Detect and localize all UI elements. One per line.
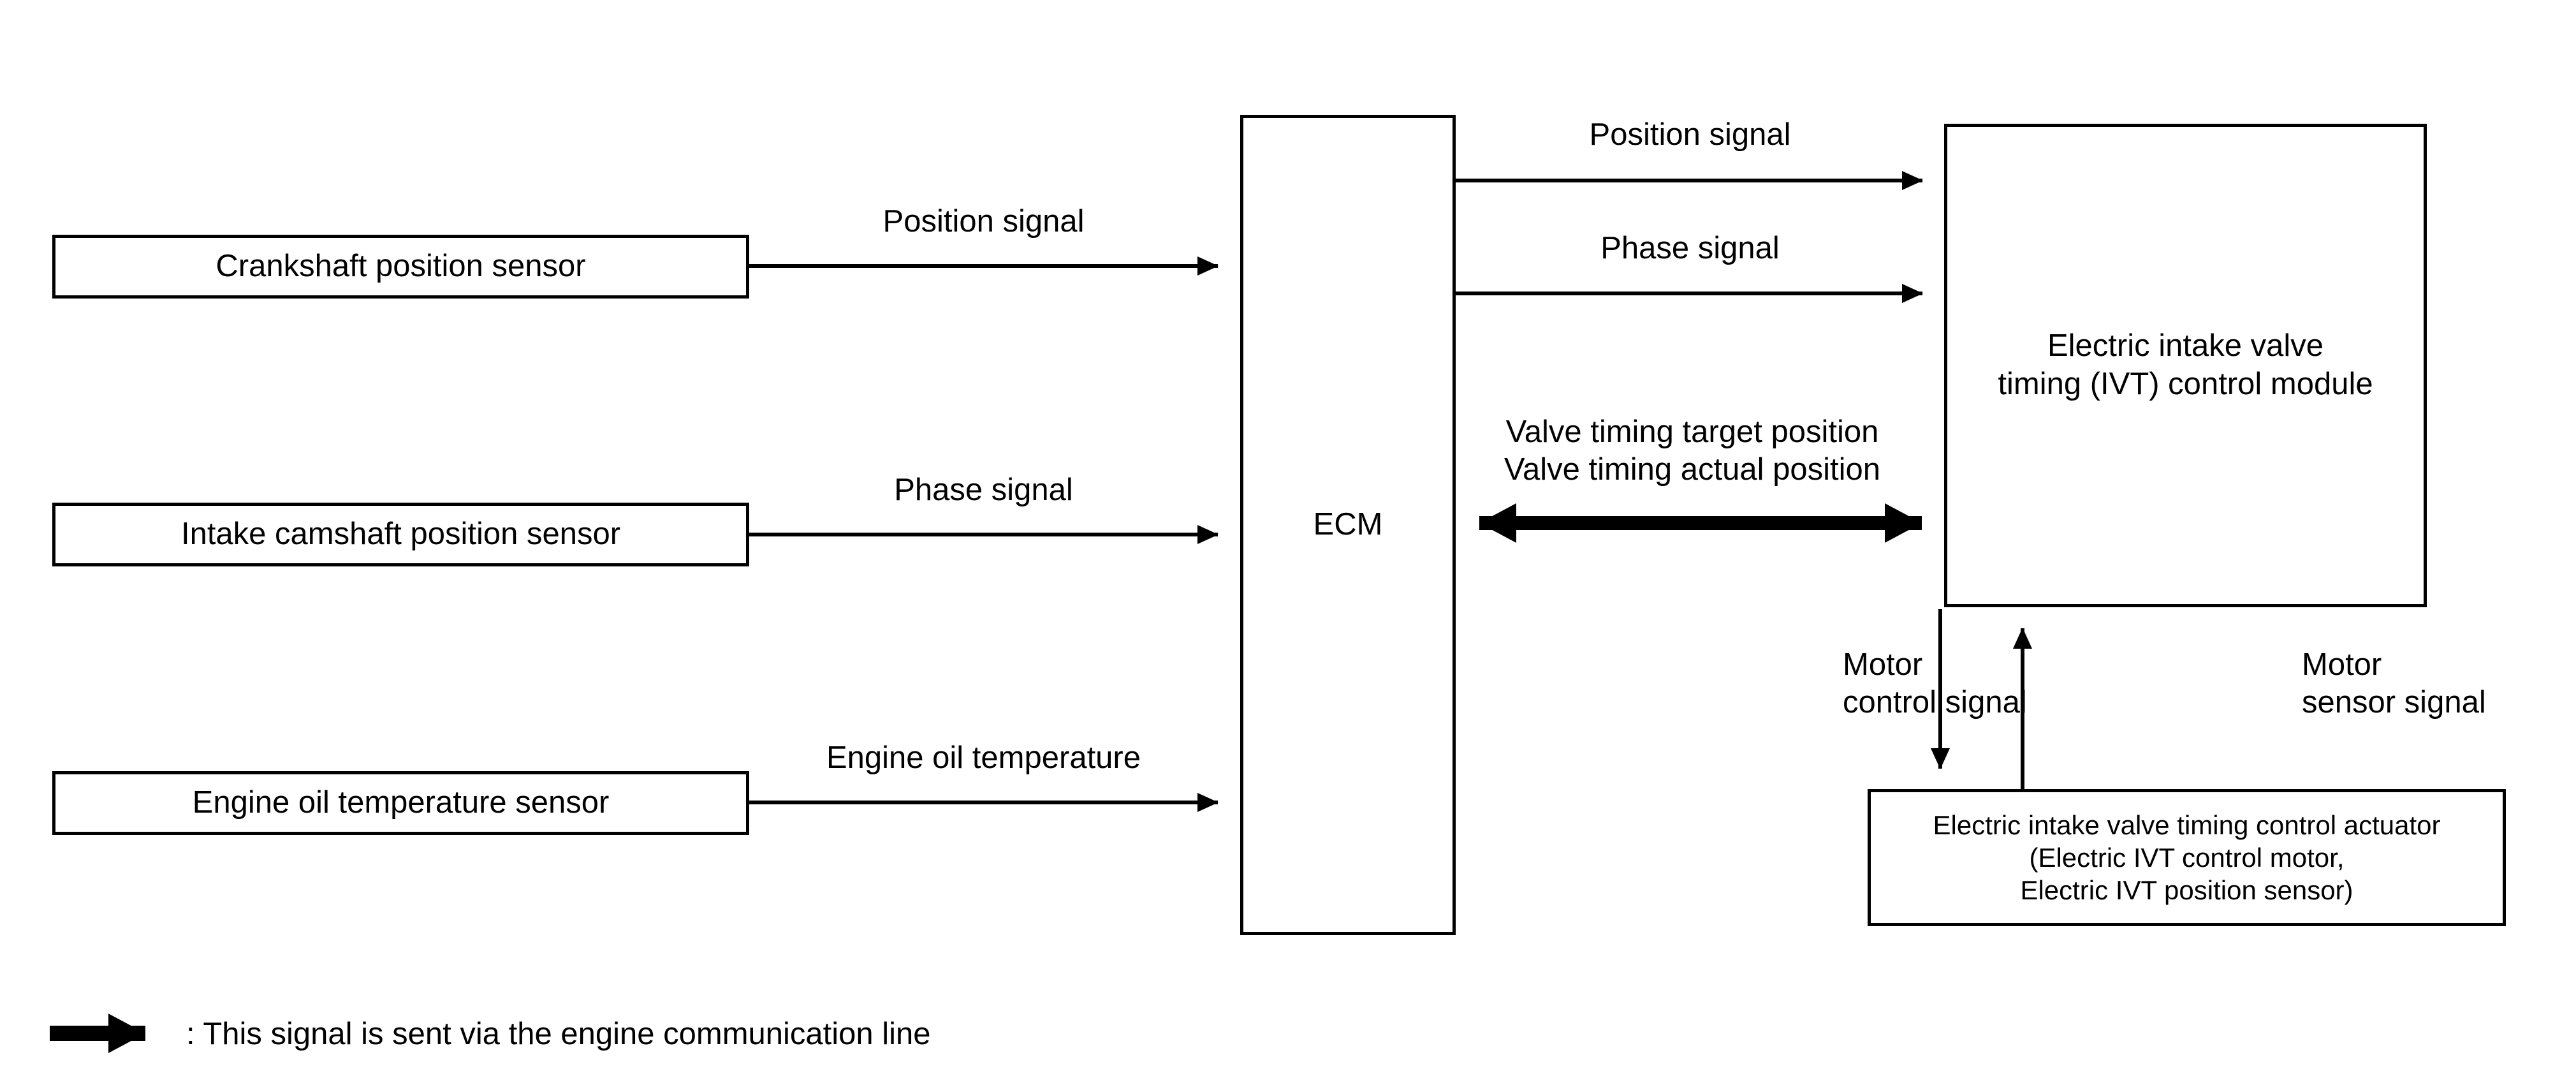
signal-label-engine-oil-temperature: Engine oil temperature <box>826 741 1141 775</box>
block-ivt-control-module[interactable]: Electric intake valve timing (IVT) contr… <box>1944 124 2427 607</box>
block-label: Electric intake valve timing control act… <box>1933 809 2441 906</box>
signal-label-motor-sensor: Motor sensor signal <box>2302 647 2486 720</box>
block-label: Electric intake valve timing (IVT) contr… <box>1998 328 2373 401</box>
block-label: Intake camshaft position sensor <box>180 517 621 552</box>
signal-label-valve-timing-positions: Valve timing target position Valve timin… <box>1504 415 1881 487</box>
block-label: ECM <box>1313 507 1383 542</box>
block-intake-camshaft-position-sensor[interactable]: Intake camshaft position sensor <box>52 503 749 566</box>
block-ecm[interactable]: ECM <box>1240 115 1456 935</box>
signal-label-crankshaft-position: Position signal <box>882 204 1085 239</box>
block-label: Crankshaft position sensor <box>216 249 586 284</box>
block-crankshaft-position-sensor[interactable]: Crankshaft position sensor <box>52 235 749 299</box>
signal-label-camshaft-phase: Phase signal <box>894 473 1073 507</box>
signal-label-motor-control: Motor control signal <box>1843 647 2027 720</box>
block-engine-oil-temperature-sensor[interactable]: Engine oil temperature sensor <box>52 771 749 835</box>
block-ivt-control-actuator[interactable]: Electric intake valve timing control act… <box>1868 789 2506 926</box>
signal-label-module-position: Position signal <box>1589 117 1791 152</box>
signal-label-module-phase: Phase signal <box>1600 231 1780 265</box>
block-label: Engine oil temperature sensor <box>192 785 610 820</box>
legend-text: : This signal is sent via the engine com… <box>186 1017 931 1051</box>
